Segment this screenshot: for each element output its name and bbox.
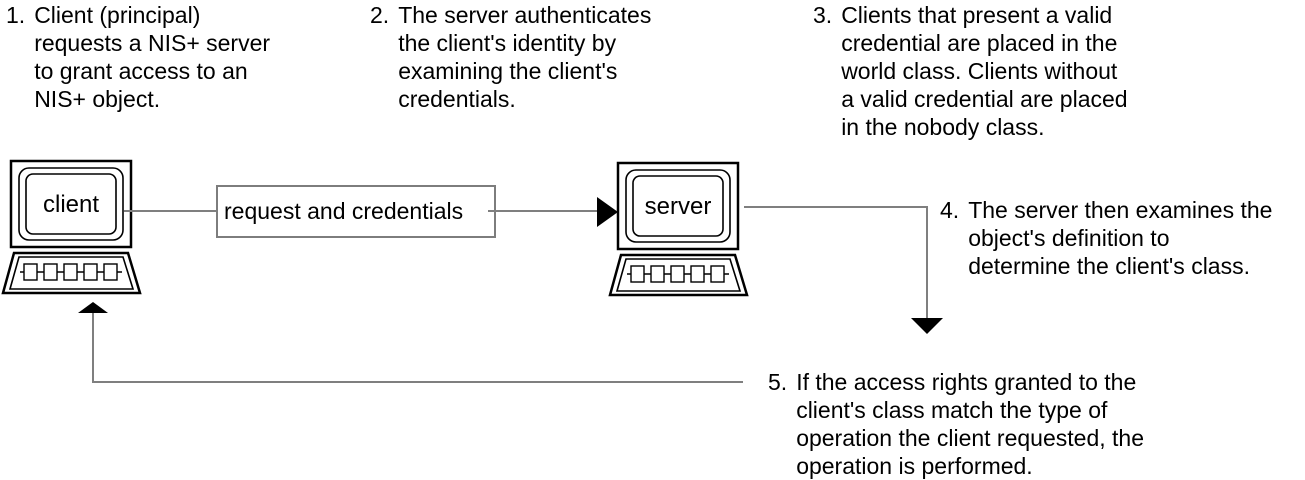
client-computer: client: [0, 158, 150, 298]
step-2-text: The server authenticates the client's id…: [398, 2, 652, 112]
step-1-text: Client (principal) requests a NIS+ serve…: [34, 2, 271, 112]
step-3-number: 3.: [813, 2, 833, 28]
client-monitor-outline: [9, 159, 133, 249]
step-3: 3. Clients that present a valid credenti…: [813, 1, 1183, 141]
step-5-text: If the access rights granted to the clie…: [796, 369, 1144, 479]
server-keyboard-keys: [627, 265, 729, 283]
request-credentials-box: request and credentials: [216, 185, 496, 238]
client-keyboard-inner: [8, 256, 135, 290]
server-computer-icon: server: [608, 161, 749, 297]
client-computer-icon: client: [1, 159, 142, 295]
step-4-number: 4.: [940, 197, 960, 223]
arrow-down-icon: [911, 318, 943, 334]
server-monitor-outline: [616, 161, 740, 251]
server-keyboard: [608, 253, 749, 297]
step-2: 2. The server authenticates the client's…: [370, 1, 651, 113]
connector-client-to-box: [124, 210, 216, 212]
connector-server-down: [926, 206, 928, 318]
arrow-up-icon: [78, 302, 108, 313]
step-5-number: 5.: [768, 369, 788, 395]
server-label: server: [645, 193, 712, 220]
server-monitor-bezel: [625, 169, 731, 243]
connector-return-vertical: [92, 311, 94, 382]
server-computer: server: [607, 160, 757, 300]
server-screen: [632, 175, 724, 237]
server-keyboard-inner: [615, 258, 742, 292]
client-keyboard: [1, 251, 142, 295]
connector-server-right: [744, 206, 928, 208]
client-screen: [25, 173, 117, 235]
arrow-right-icon: [597, 197, 618, 227]
request-credentials-label: request and credentials: [224, 198, 464, 224]
step-1-number: 1.: [6, 2, 26, 28]
step-4-text: The server then examines the object's de…: [968, 197, 1273, 279]
step-3-text: Clients that present a valid credential …: [841, 2, 1128, 140]
client-label: client: [43, 191, 99, 218]
connector-return-horizontal: [92, 381, 743, 383]
step-5: 5. If the access rights granted to the c…: [768, 368, 1198, 480]
step-2-number: 2.: [370, 2, 390, 28]
step-1: 1. Client (principal) requests a NIS+ se…: [6, 1, 270, 113]
connector-box-to-server: [488, 210, 598, 212]
client-monitor-bezel: [18, 167, 124, 241]
client-keyboard-keys: [20, 263, 122, 281]
step-4: 4. The server then examines the object's…: [940, 196, 1305, 280]
